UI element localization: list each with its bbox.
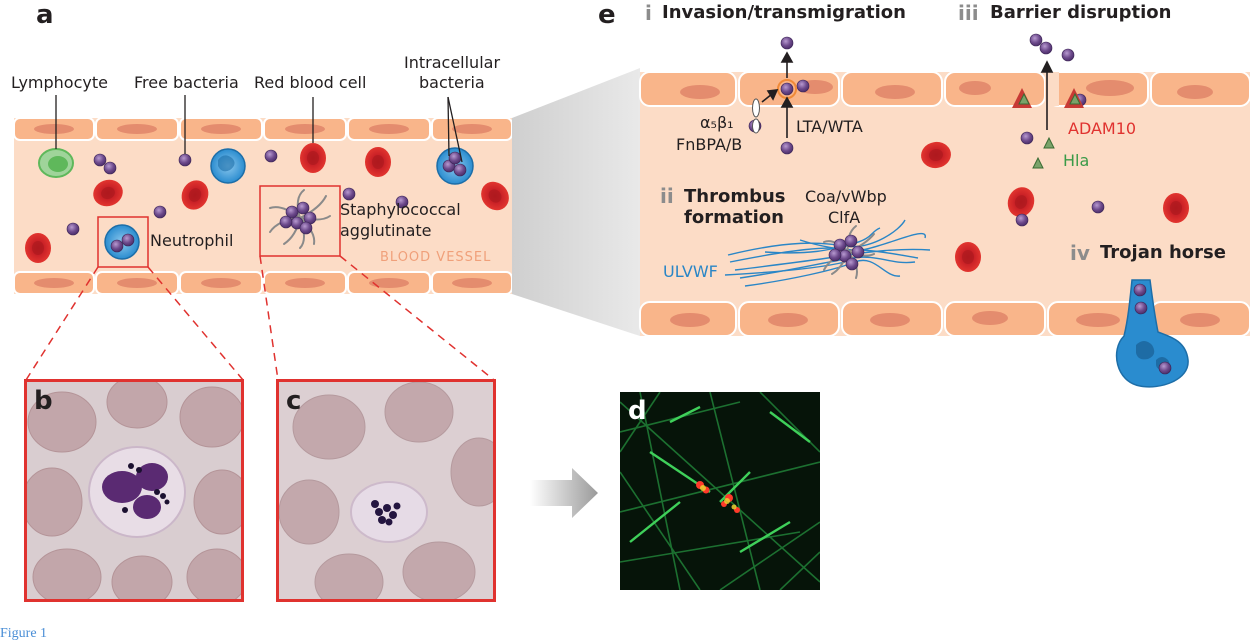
label-free-bacteria: Free bacteria: [134, 73, 239, 92]
neutrophil-cell-top: [210, 148, 246, 184]
label-coa-vwbp: Coa/vWbp: [805, 187, 887, 206]
neutrophil-boxed: [97, 216, 149, 268]
label-adam10: ADAM10: [1068, 119, 1137, 138]
figure-caption: Figure 1: [0, 626, 48, 641]
label-hla: Hla: [1063, 151, 1090, 170]
projection-tube: [512, 68, 640, 336]
arrow-to-d: [530, 468, 598, 518]
label-ulvwf: ULVWF: [663, 262, 718, 281]
section-ii-title-2: formation: [684, 207, 784, 228]
label-agglutinate-1: Staphylococcal: [340, 200, 461, 219]
agglutinate-a: [259, 185, 341, 257]
micrograph-c-image: [279, 382, 493, 599]
panel-a-letter: a: [36, 0, 54, 30]
vessel-a: [13, 95, 515, 295]
micrograph-d: [620, 392, 820, 590]
micrograph-d-image: [620, 392, 820, 590]
panel-d-letter: d: [628, 396, 647, 426]
label-intracellular-2: bacteria: [419, 73, 485, 92]
trojan-horse-cell: [1115, 279, 1189, 388]
label-agglutinate-2: agglutinate: [340, 221, 432, 240]
micrograph-c: [276, 379, 496, 602]
label-red-blood-cell: Red blood cell: [254, 73, 367, 92]
label-lymphocyte: Lymphocyte: [11, 73, 108, 92]
section-iii-title: Barrier disruption: [990, 2, 1172, 23]
label-clfa: ClfA: [828, 208, 861, 227]
panel-e-letter: e: [598, 0, 616, 30]
panel-b-letter: b: [34, 386, 53, 416]
panel-c-letter: c: [286, 386, 302, 416]
section-ii-title-1: Thrombus: [684, 186, 786, 207]
micrograph-b-image: [27, 382, 241, 599]
section-ii-number: ii: [660, 184, 674, 208]
micrograph-b: [24, 379, 244, 602]
section-i-number: i: [645, 1, 652, 25]
lymphocyte-cell: [38, 148, 74, 178]
label-fnbpa: FnBPA/B: [676, 135, 743, 154]
label-neutrophil: Neutrophil: [150, 231, 234, 250]
infected-neutrophil: [436, 147, 474, 185]
section-iii-number: iii: [958, 1, 979, 25]
section-iv-number: iv: [1070, 241, 1090, 265]
zoom-lines: [25, 255, 495, 381]
section-iv-title: Trojan horse: [1100, 242, 1226, 263]
label-integrin: α₅β₁: [700, 113, 734, 132]
vessel-e: [639, 33, 1250, 388]
section-i-title: Invasion/transmigration: [662, 2, 906, 23]
label-blood-vessel: BLOOD VESSEL: [380, 250, 492, 265]
label-intracellular-1: Intracellular: [404, 53, 501, 72]
label-lta-wta: LTA/WTA: [796, 117, 863, 136]
